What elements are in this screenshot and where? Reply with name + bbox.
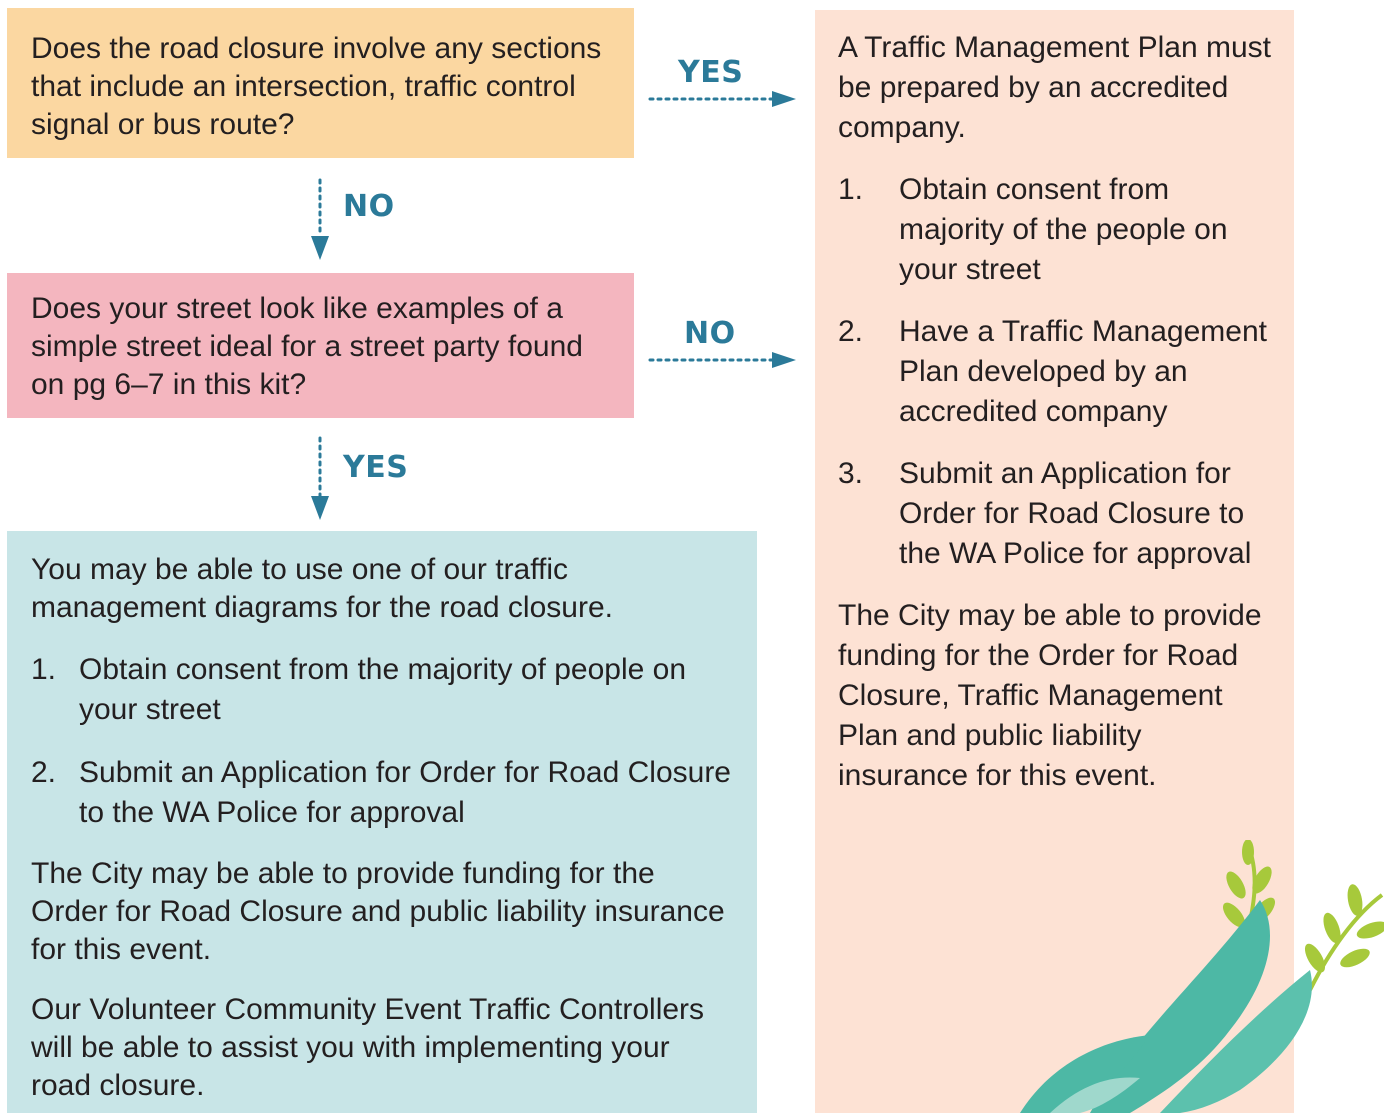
tmp-path-intro: A Traffic Management Plan must be prepar… (838, 31, 1271, 144)
question-1-box: Does the road closure involve any sectio… (7, 8, 634, 158)
step-text: Submit an Application for Order for Road… (899, 457, 1252, 570)
step-text: Have a Traffic Management Plan developed… (899, 315, 1267, 428)
q2-no-label: NO (684, 316, 736, 351)
simple-path-volunteers: Our Volunteer Community Event Traffic Co… (31, 993, 705, 1102)
leaf-illustration-icon (1020, 840, 1384, 1113)
q1-yes-label: YES (678, 55, 744, 90)
question-2-text: Does your street look like examples of a… (31, 292, 583, 401)
dotted-arrow-down-icon (311, 178, 329, 260)
step-number: 2. (838, 315, 864, 348)
step-number: 2. (31, 756, 57, 789)
dotted-arrow-down-icon (311, 436, 329, 520)
simple-street-outcome-box: You may be able to use one of our traffi… (7, 531, 757, 1113)
tmp-path-step: 2. Have a Traffic Management Plan develo… (838, 312, 1271, 432)
step-text: Submit an Application for Order for Road… (79, 756, 731, 829)
step-number: 3. (838, 457, 864, 490)
tmp-outcome-box: A Traffic Management Plan must be prepar… (815, 10, 1294, 1113)
tmp-path-steps: 1. Obtain consent from majority of the p… (838, 170, 1271, 574)
dotted-arrow-right-icon (648, 91, 796, 107)
simple-path-steps: 1. Obtain consent from the majority of p… (31, 650, 733, 833)
q2-yes-label: YES (343, 450, 409, 485)
step-number: 1. (31, 653, 57, 686)
simple-path-funding: The City may be able to provide funding … (31, 857, 725, 966)
q1-no-label: NO (343, 189, 395, 224)
step-number: 1. (838, 173, 864, 206)
simple-path-intro: You may be able to use one of our traffi… (31, 553, 613, 624)
tmp-path-funding: The City may be able to provide funding … (838, 599, 1262, 792)
question-2-box: Does your street look like examples of a… (7, 273, 634, 418)
tmp-path-step: 1. Obtain consent from majority of the p… (838, 170, 1271, 290)
dotted-arrow-right-icon (648, 352, 796, 368)
step-text: Obtain consent from majority of the peop… (899, 173, 1228, 286)
simple-path-step: 1. Obtain consent from the majority of p… (31, 650, 733, 730)
question-1-text: Does the road closure involve any sectio… (31, 32, 602, 141)
simple-path-step: 2. Submit an Application for Order for R… (31, 753, 733, 833)
tmp-path-step: 3. Submit an Application for Order for R… (838, 454, 1271, 574)
step-text: Obtain consent from the majority of peop… (79, 653, 687, 726)
